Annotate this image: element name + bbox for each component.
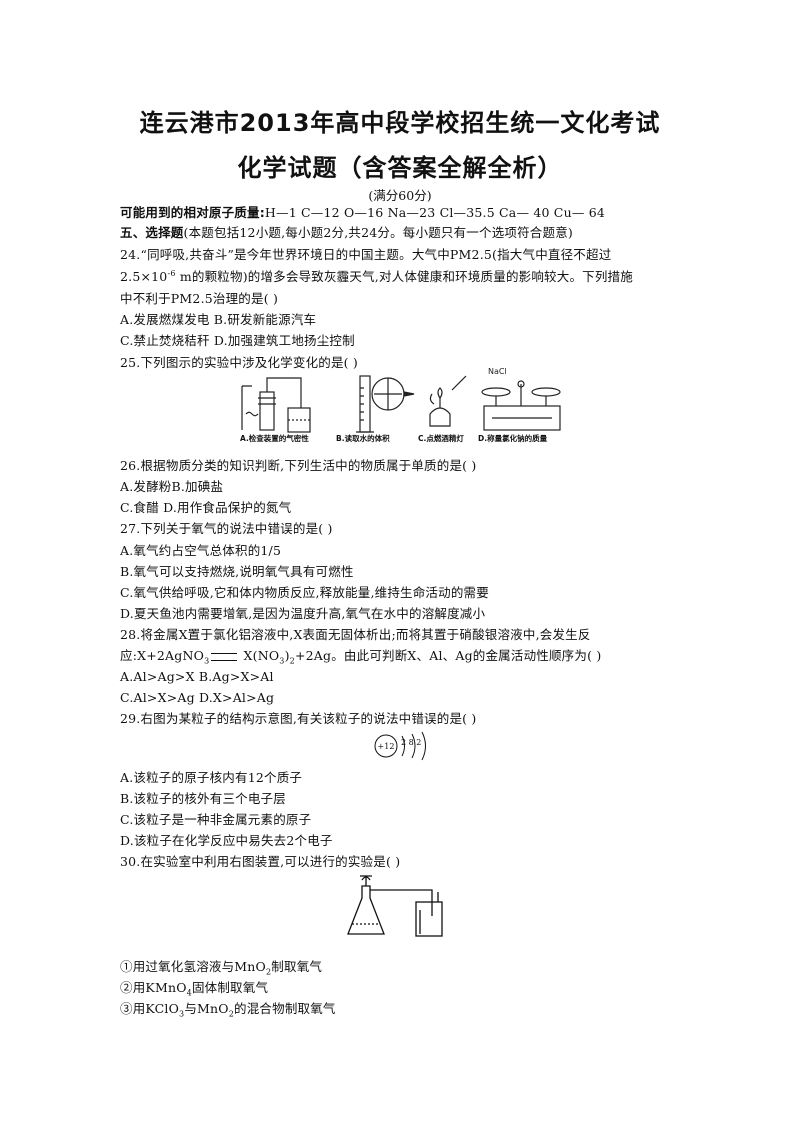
q24-options-ab: A.发展燃煤发电 B.研发新能源汽车 (120, 312, 317, 327)
q27-option-a: A.氧气约占空气总体积的1/5 (120, 543, 282, 558)
q30-item2-a: ②用KMnO (120, 980, 187, 995)
q30-item1-sub: 2 (266, 967, 272, 977)
q30-item1-a: ①用过氧化氢溶液与MnO (120, 959, 266, 974)
q30-item3-c: 的混合物制取氧气 (234, 1001, 336, 1016)
q30-item3-sub2: 2 (228, 1009, 235, 1019)
q30-item3-sub1: 3 (179, 1009, 185, 1019)
q28-eq-sub-b: 3 (279, 656, 285, 666)
q30-item3-b: 与MnO (184, 1001, 229, 1016)
section-instructions: (本题包括12小题,每小题2分,共24分。每小题只有一个选项符合题意) (183, 225, 573, 240)
nucleus-label: +12 (378, 742, 395, 751)
q30-item1: ①用过氧化氢溶液与MnO2制取氧气 (120, 958, 700, 976)
atom-structure-icon: +12 2 8 2 (374, 731, 426, 761)
q30-item2: ②用KMnO4固体制取氧气 (120, 979, 700, 997)
q30-item2-sub: 4 (186, 988, 192, 998)
q25-figure: NaCl A.检查装置的气密性 B.读取水的体积 C.点燃酒精灯 D.称量氯化钠… (238, 364, 568, 444)
q27-option-d: D.夏天鱼池内需要增氧,是因为温度升高,氧气在水中的溶解度减小 (120, 606, 486, 621)
atomic-masses-label: 可能用到的相对原子质量: (120, 205, 265, 220)
q25-caption-a: A.检查装置的气密性 (240, 433, 309, 443)
q28-line1: 28.将金属X置于氯化铝溶液中,X表面无固体析出;而将其置于硝酸银溶液中,会发生… (120, 627, 591, 642)
q30-item3-a: ③用KClO (120, 1001, 180, 1016)
lab-apparatus-illustration: NaCl A.检查装置的气密性 B.读取水的体积 C.点燃酒精灯 D.称量氯化钠… (240, 367, 561, 443)
q28-eq-part-d: +2Ag。由此可判断X、Al、Ag的金属活动性顺序为( ) (294, 648, 602, 663)
exam-subtitle: 化学试题（含答案全解全析） (237, 154, 563, 182)
q24-line2-pre: 2.5×10 (120, 269, 168, 284)
q30-item3: ③用KClO3与MnO2的混合物制取氧气 (120, 1000, 700, 1018)
q30-item1-b: 制取氧气 (271, 959, 323, 974)
q27-option-b: B.氧气可以支持燃烧,说明氧气具有可燃性 (120, 564, 354, 579)
q24-line3: 中不利于PM2.5治理的是( ) (120, 291, 279, 306)
q24-options-cd: C.禁止焚烧秸秆 D.加强建筑工地扬尘控制 (120, 333, 355, 348)
q29-option-c: C.该粒子是一种非金属元素的原子 (120, 812, 312, 827)
q26-options-cd: C.食醋 D.用作食品保护的氮气 (120, 500, 292, 515)
q24-line2-post: m的颗粒物)的增多会导致灰霾天气,对人体健康和环境质量的影响较大。下列措施 (175, 269, 633, 284)
gas-collection-apparatus-icon (347, 875, 443, 937)
q27-stem: 27.下列关于氧气的说法中错误的是( ) (120, 521, 333, 536)
q28-eq-sub-a: 3 (204, 656, 210, 666)
q26-options-ab: A.发酵粉B.加碘盐 (120, 479, 224, 494)
shell-electrons-label: 2 8 2 (401, 738, 421, 747)
q29-atom-diagram: +12 2 8 2 (372, 729, 442, 763)
q25-caption-c: C.点燃酒精灯 (418, 433, 464, 443)
q29-option-d: D.该粒子在化学反应中易失去2个电子 (120, 833, 333, 848)
q25-caption-b: B.读取水的体积 (336, 433, 390, 443)
q26-stem: 26.根据物质分类的知识判断,下列生活中的物质属于单质的是( ) (120, 458, 477, 473)
atomic-masses: 可能用到的相对原子质量:H—1 C—12 O—16 Na—23 Cl—35.5 … (120, 204, 700, 222)
q27-option-c: C.氧气供给呼吸,它和体内物质反应,释放能量,维持生命活动的需要 (120, 585, 489, 600)
q24-line2: 2.5×10-6 m的颗粒物)的增多会导致灰霾天气,对人体健康和环境质量的影响较… (120, 268, 700, 286)
section-title: 五、选择题 (120, 225, 184, 240)
score-note: (满分60分) (368, 188, 432, 203)
q25-caption-d: D.称量氯化钠的质量 (478, 433, 548, 443)
q28-equation-line: 应:X+2AgNO3 X(NO3)2+2Ag。由此可判断X、Al、Ag的金属活动… (120, 647, 700, 665)
q24-exponent: -6 (167, 268, 176, 278)
q28-options-ab: A.Al>Ag>X B.Ag>X>Al (120, 669, 274, 684)
nacl-label: NaCl (488, 367, 507, 376)
q28-eq-sub-c: 2 (289, 656, 295, 666)
q30-item2-b: 固体制取氧气 (191, 980, 269, 995)
q28-eq-part-c: ) (284, 648, 290, 663)
q28-eq-part-a: 应:X+2AgNO (120, 648, 205, 663)
atomic-masses-values: H—1 C—12 O—16 Na—23 Cl—35.5 Ca— 40 Cu— 6… (264, 205, 606, 220)
q29-option-b: B.该粒子的核外有三个电子层 (120, 791, 286, 806)
q28-options-cd: C.Al>X>Ag D.X>Al>Ag (120, 690, 275, 705)
exam-title: 连云港市2013年高中段学校招生统一文化考试 (139, 109, 661, 137)
q30-stem: 30.在实验室中利用右图装置,可以进行的实验是( ) (120, 854, 401, 869)
q29-option-a: A.该粒子的原子核内有12个质子 (120, 770, 303, 785)
q24-line1: 24.“同呼吸,共奋斗”是今年世界环境日的中国主题。大气中PM2.5(指大气中直… (120, 247, 612, 262)
equals-sign-icon (211, 652, 238, 661)
q25-stem: 25.下列图示的实验中涉及化学变化的是( ) (120, 355, 359, 370)
q30-apparatus (346, 872, 451, 944)
q29-stem: 29.右图为某粒子的结构示意图,有关该粒子的说法中错误的是( ) (120, 711, 477, 726)
section-heading: 五、选择题(本题包括12小题,每小题2分,共24分。每小题只有一个选项符合题意) (120, 224, 700, 242)
q28-eq-part-b: X(NO (239, 648, 280, 663)
